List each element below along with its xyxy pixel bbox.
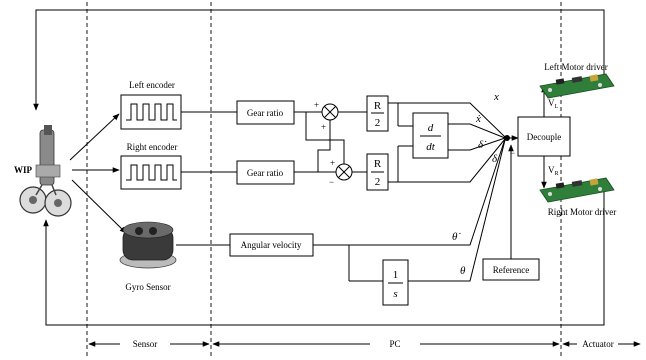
wip-to-gyro-arrow bbox=[72, 180, 126, 233]
region-label-actuator: Actuator bbox=[582, 339, 614, 349]
left-encoder-box bbox=[121, 95, 181, 129]
sum-top-plus-left: + bbox=[314, 100, 319, 110]
sum-junction-top bbox=[322, 104, 338, 120]
r-over-2-top-num: R bbox=[374, 100, 382, 112]
region-label-sensor: Sensor bbox=[133, 339, 158, 349]
integrator-num: 1 bbox=[393, 269, 399, 281]
left-motor-driver-board-icon bbox=[540, 74, 614, 98]
sum-bottom-minus-below: − bbox=[329, 177, 334, 187]
vr-label: VR bbox=[548, 165, 559, 177]
theta-dot-label: θ̇ bbox=[452, 231, 461, 243]
left-motor-driver-label: Left Motor driver bbox=[544, 62, 607, 72]
left-encoder-label: Left encoder bbox=[129, 80, 175, 90]
x-label: x bbox=[493, 91, 499, 103]
theta-label: θ bbox=[460, 265, 466, 277]
derivative-num: d bbox=[428, 122, 434, 134]
angular-velocity-label: Angular velocity bbox=[241, 240, 302, 250]
gear-ratio-top-label: Gear ratio bbox=[247, 108, 284, 118]
delta-label: δ bbox=[492, 153, 498, 165]
gyro-sensor-icon bbox=[120, 222, 176, 268]
right-motor-driver-board-icon bbox=[540, 178, 614, 202]
r-over-2-bottom-num: R bbox=[374, 158, 382, 170]
wip-label: WIP bbox=[14, 165, 33, 175]
region-label-pc: PC bbox=[389, 339, 400, 349]
integrator-den: s bbox=[393, 288, 397, 300]
right-motor-driver-label: Right Motor driver bbox=[548, 207, 617, 217]
reference-label: Reference bbox=[493, 265, 529, 275]
derivative-den: dt bbox=[426, 141, 436, 153]
right-encoder-box bbox=[121, 156, 181, 189]
r-over-2-top-den: 2 bbox=[375, 117, 381, 129]
vl-label: VL bbox=[548, 98, 559, 110]
x-dot-label: ẋ bbox=[475, 113, 481, 125]
gyro-sensor-label: Gyro Sensor bbox=[125, 282, 170, 292]
right-encoder-label: Right encoder bbox=[127, 142, 178, 152]
sum-top-plus-below: + bbox=[321, 122, 326, 132]
angular-velocity-to-theta-dot-line bbox=[313, 139, 505, 245]
summation-node bbox=[504, 135, 510, 141]
sum-bottom-plus-left: + bbox=[330, 158, 335, 168]
decouple-label: Decouple bbox=[527, 132, 561, 142]
derivative-to-x-dot-line bbox=[448, 124, 505, 138]
gear-ratio-bottom-label: Gear ratio bbox=[247, 168, 284, 178]
top-branch-to-bottom-sum bbox=[306, 112, 344, 164]
derivative-to-delta-dot-line bbox=[448, 138, 505, 150]
sum-junction-bottom bbox=[336, 164, 352, 180]
wip-to-left-encoder-arrow bbox=[70, 114, 119, 160]
r-over-2-bottom-den: 2 bbox=[375, 176, 381, 188]
